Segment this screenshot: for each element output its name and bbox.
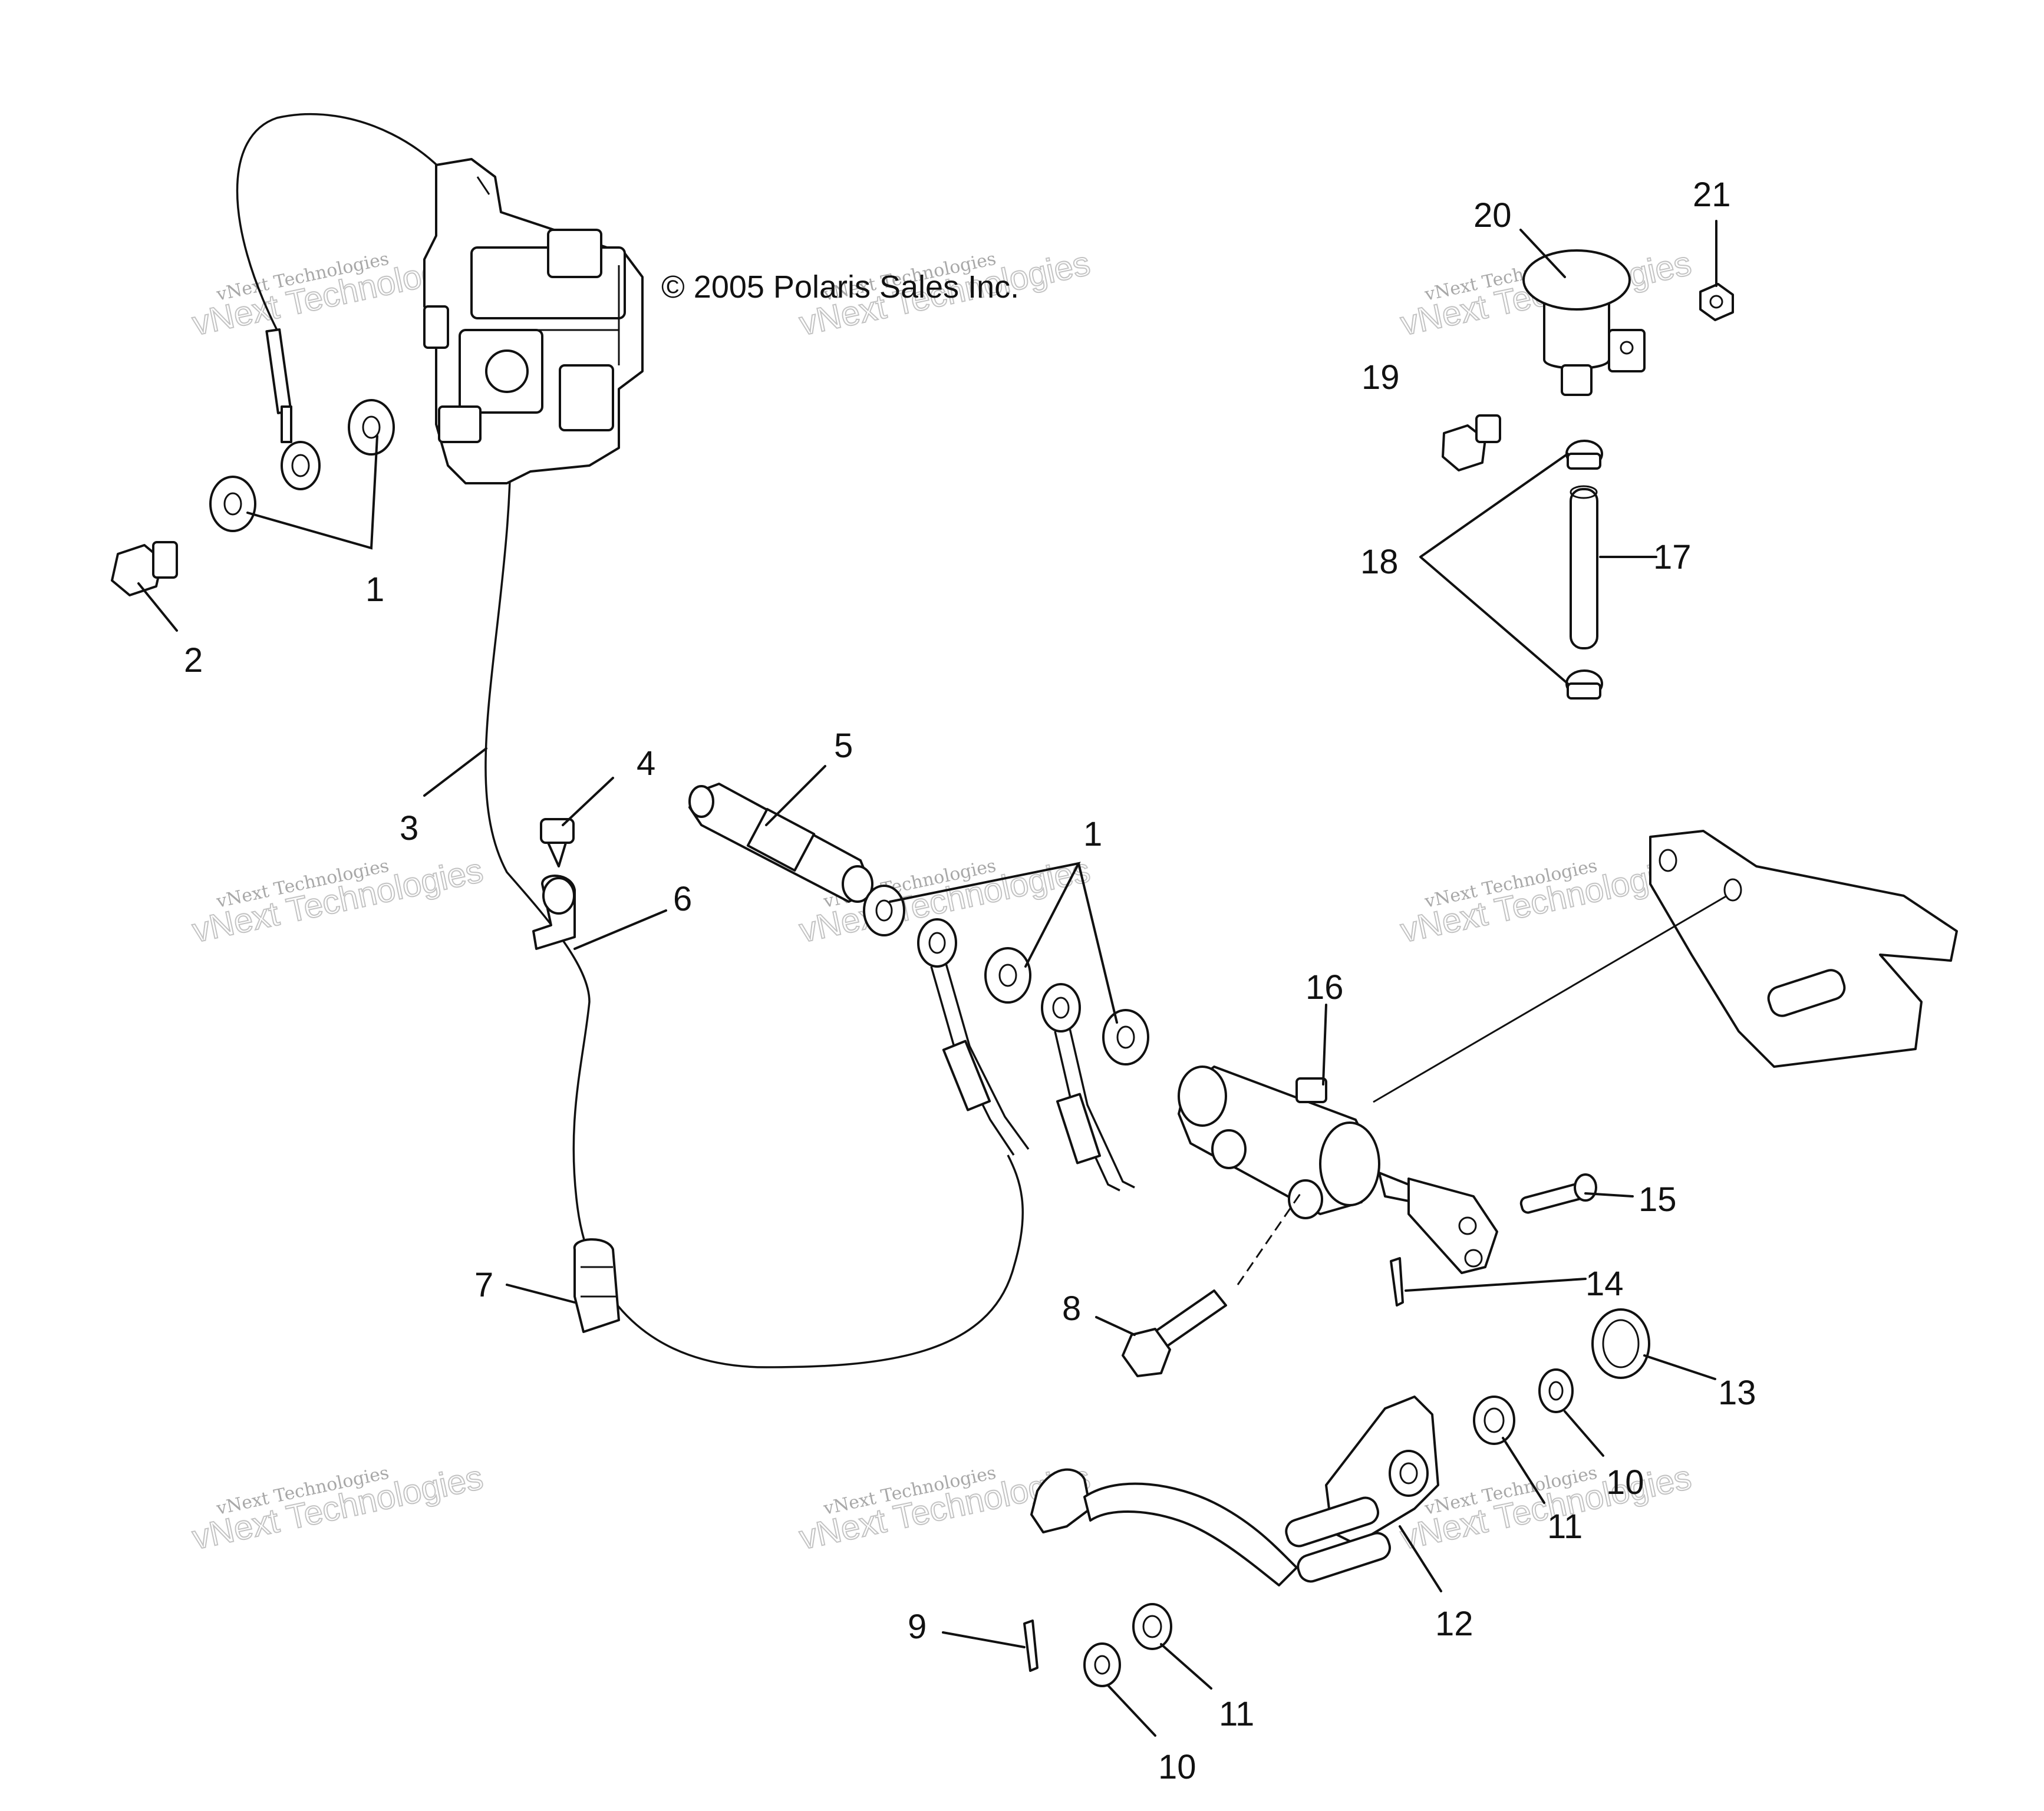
master-cylinder (1178, 1066, 1498, 1274)
spring-clip (1591, 1308, 1650, 1379)
banjo-bolt (111, 541, 178, 596)
callout-5: 5 (834, 727, 853, 765)
callout-7: 7 (474, 1266, 493, 1304)
brake-caliper (423, 158, 644, 484)
pivot-bolt (1122, 1289, 1227, 1377)
hex-nut (1699, 283, 1734, 321)
callout-2: 2 (184, 641, 203, 679)
callout-labels: 1 2 3 4 5 1 6 7 8 9 10 11 10 11 12 13 14… (184, 176, 1756, 1786)
washer (1538, 1368, 1574, 1413)
watermark: vNext Technologies vNext Technologies (189, 850, 487, 951)
washer (1083, 1642, 1121, 1687)
cotter-pin (1390, 1257, 1404, 1307)
watermark: vNext Technologies vNext Technologies (189, 1457, 487, 1558)
washer (1102, 1009, 1149, 1066)
callout-17: 17 (1653, 538, 1692, 576)
callout-1: 1 (1083, 815, 1102, 853)
callout-18: 18 (1360, 543, 1399, 581)
callout-21: 21 (1693, 176, 1731, 214)
hose-clamp (532, 875, 576, 950)
copyright-notice: © 2005 Polaris Sales Inc. (661, 269, 1019, 305)
watermark: vNext Technologies vNext Technologies (1397, 1457, 1695, 1558)
callout-19: 19 (1361, 358, 1400, 397)
washer (863, 885, 905, 936)
brake-hose (236, 113, 1024, 1368)
callout-10: 10 (1158, 1748, 1196, 1786)
washer (209, 476, 256, 532)
assembly-line (1373, 895, 1727, 1103)
callout-6: 6 (673, 880, 692, 918)
mounting-bracket (1649, 830, 1958, 1068)
hose-clamp-small (1565, 440, 1603, 470)
leader-lines (137, 220, 1717, 1737)
mounting-bolt (1442, 414, 1501, 471)
callout-16: 16 (1305, 968, 1344, 1007)
callout-10: 10 (1606, 1463, 1644, 1502)
callout-14: 14 (1585, 1265, 1624, 1303)
fluid-reservoir (1522, 249, 1646, 396)
callout-15: 15 (1639, 1180, 1677, 1219)
callout-11: 11 (1219, 1695, 1254, 1733)
assembly-line (1237, 1190, 1304, 1285)
hose-clamp-small (1565, 669, 1603, 700)
callout-3: 3 (400, 809, 418, 847)
callout-9: 9 (908, 1608, 927, 1646)
callout-13: 13 (1718, 1374, 1756, 1412)
callout-12: 12 (1435, 1605, 1473, 1643)
brake-pedal (1030, 1396, 1439, 1586)
banjo-hose-right (1041, 983, 1135, 1192)
callout-1: 1 (365, 570, 384, 609)
bushing (1473, 1396, 1515, 1445)
callout-4: 4 (637, 744, 655, 783)
reservoir-hose (1570, 485, 1598, 649)
callout-8: 8 (1062, 1289, 1081, 1328)
washer (348, 399, 395, 456)
callout-20: 20 (1473, 196, 1512, 235)
banjo-hose-left (917, 918, 1030, 1156)
cotter-pin (1023, 1619, 1039, 1672)
washer (984, 947, 1031, 1004)
screw (540, 818, 575, 867)
bushing (1132, 1603, 1172, 1650)
callout-11: 11 (1547, 1507, 1583, 1546)
banjo-fitting-upper (281, 441, 321, 490)
brake-fitting (688, 783, 873, 903)
hose-clip (573, 1238, 620, 1333)
